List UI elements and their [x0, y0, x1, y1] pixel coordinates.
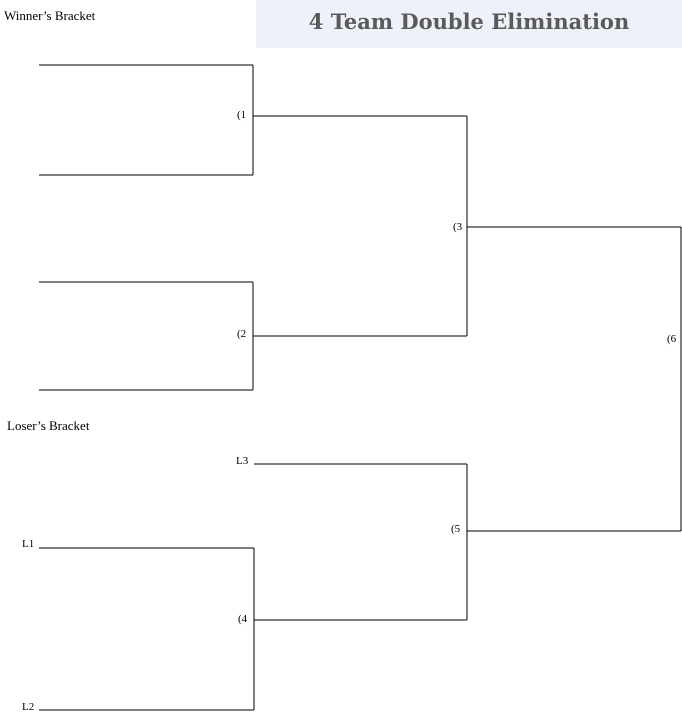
title-banner: 4 Team Double Elimination: [256, 0, 682, 48]
winners-bracket-label: Winner’s Bracket: [4, 8, 96, 23]
l3-label: L3: [236, 455, 249, 467]
losers-bracket-label: Loser’s Bracket: [7, 418, 90, 433]
page-title: 4 Team Double Elimination: [308, 9, 630, 34]
game6-label: (6: [667, 333, 677, 345]
game2-label: (2: [237, 328, 247, 340]
game5-label: (5: [451, 523, 461, 535]
l1-label: L1: [22, 538, 35, 550]
game1-label: (1: [237, 109, 247, 121]
game4-label: (4: [238, 613, 248, 625]
game3-label: (3: [453, 221, 463, 233]
l2-label: L2: [22, 701, 35, 713]
